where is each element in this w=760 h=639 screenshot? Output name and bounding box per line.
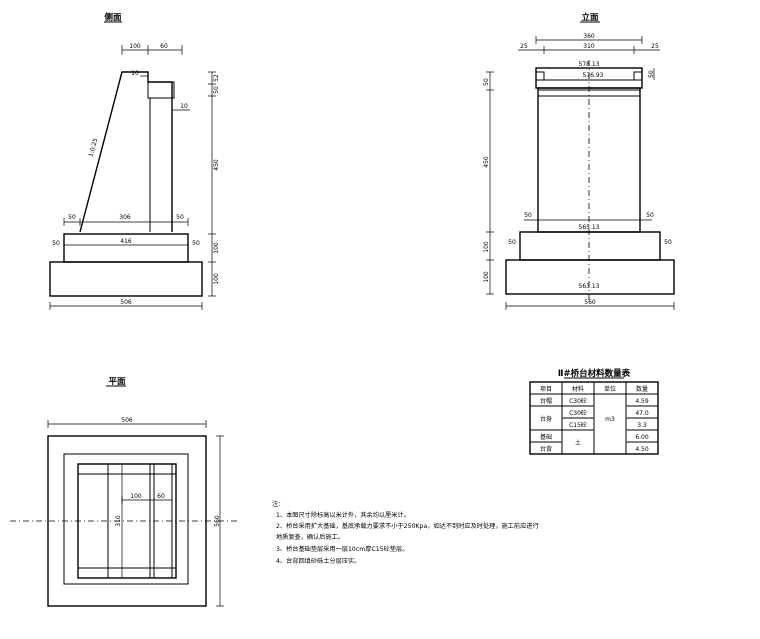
front-top-side-right: 25: [651, 43, 659, 50]
table-cell-material: 土: [575, 439, 581, 447]
plan-top-total: 506: [121, 417, 133, 424]
notes-line-3: 地质复查，确认后施工。: [276, 533, 344, 541]
side-top-dim-1: 100: [129, 43, 141, 50]
front-vdim-3: 100: [483, 241, 490, 253]
front-view: 立面 360 310 25 25 578.13 576.93 50 50 565…: [483, 12, 675, 310]
side-vdim-1: 52: [213, 74, 220, 82]
table-title: Ⅱ#桥台材料数量表: [558, 368, 631, 379]
side-mid-dim-2: 306: [119, 214, 131, 221]
table-cell-qty: 47.0: [635, 410, 649, 417]
plan-inner-dim-1: 100: [130, 493, 142, 500]
table-cell-qty: 3.3: [637, 422, 647, 429]
front-top-inner: 310: [583, 43, 595, 50]
table-cell-qty: 4.59: [635, 398, 649, 405]
plan-view: 平面 506 100 60 310 560: [10, 377, 240, 607]
front-bottom-total: 560: [584, 299, 596, 306]
side-cap-dim: 10: [131, 70, 139, 77]
side-mid-dim-1: 50: [68, 214, 76, 221]
notes-line-5: 4、台背回填砂砾土分层压实。: [276, 557, 360, 565]
plan-right-dim: 560: [214, 515, 221, 527]
side-vdim-5: 100: [213, 273, 220, 285]
side-vdim-3: 450: [213, 159, 220, 171]
side-vdim-4: 100: [213, 242, 220, 254]
table-cell-qty: 4.50: [635, 446, 649, 453]
material-table: Ⅱ#桥台材料数量表 项目 材料 单位 数量 台帽 C30砼 4.59 台身 C3…: [529, 368, 659, 455]
side-slope-label: 1:0.25: [88, 137, 100, 158]
notes-line-2: 2、桥台采用扩大基础，基底承载力要求不小于250Kpa，如达不到时应及时处理，施…: [276, 522, 539, 530]
notes-line-1: 1、本图尺寸除标高以米计外，其余均以厘米计。: [276, 511, 410, 519]
side-top-dim-2: 60: [160, 43, 168, 50]
side-view: 侧面 100 60 10 10 1:0.25 50 306 50 416 50 …: [49, 12, 220, 310]
table-header-material: 材料: [572, 385, 584, 393]
front-elev-cap: 576.93: [583, 72, 604, 79]
table-header-unit: 单位: [604, 385, 616, 393]
front-right-top: 50: [648, 70, 655, 78]
table-cell-material: C30砼: [569, 397, 587, 405]
plan-inner-dim-2: 60: [157, 493, 165, 500]
front-elev-bottom: 563.13: [579, 283, 600, 290]
table-header-qty: 数量: [636, 385, 648, 393]
table-cell-item: 基础: [540, 433, 552, 441]
front-step-left: 50: [524, 212, 532, 219]
front-step-right: 50: [646, 212, 654, 219]
table-cell-unit: m3: [605, 416, 615, 423]
notes-heading: 注：: [272, 500, 284, 508]
table-cell-item: 台身: [540, 415, 552, 423]
front-top-total: 360: [583, 33, 595, 40]
side-right-small: 50: [192, 240, 200, 247]
front-elev-mid: 565.13: [579, 224, 600, 231]
front-base-right: 50: [664, 239, 672, 246]
side-view-title: 侧面: [103, 12, 122, 23]
table-cell-material: C30砼: [569, 409, 587, 417]
notes-line-4: 3、桥台基础垫层采用一层10cm厚C15砼垫层。: [276, 545, 408, 553]
front-vdim-4: 100: [483, 271, 490, 283]
table-header-item: 项目: [540, 386, 552, 393]
front-vdim-2: 450: [483, 156, 490, 168]
front-base-left: 50: [508, 239, 516, 246]
table-cell-qty: 6.00: [635, 434, 649, 441]
side-base-top-dim: 416: [120, 238, 132, 245]
side-vdim-2: 50: [213, 86, 220, 94]
table-cell-material: C15砼: [569, 421, 587, 429]
table-cell-item: 台背: [540, 445, 552, 453]
table-cell-item: 台帽: [540, 397, 552, 405]
side-left-small: 50: [52, 240, 60, 247]
front-top-side: 25: [520, 43, 528, 50]
front-vdim-1: 50: [483, 78, 490, 86]
front-view-title: 立面: [581, 12, 599, 23]
side-bottom-total: 506: [120, 299, 132, 306]
side-right-dim: 10: [180, 103, 188, 110]
plan-view-title: 平面: [108, 377, 126, 387]
notes: 注： 1、本图尺寸除标高以米计外，其余均以厘米计。 2、桥台采用扩大基础，基底承…: [272, 500, 539, 565]
side-mid-dim-3: 50: [176, 214, 184, 221]
